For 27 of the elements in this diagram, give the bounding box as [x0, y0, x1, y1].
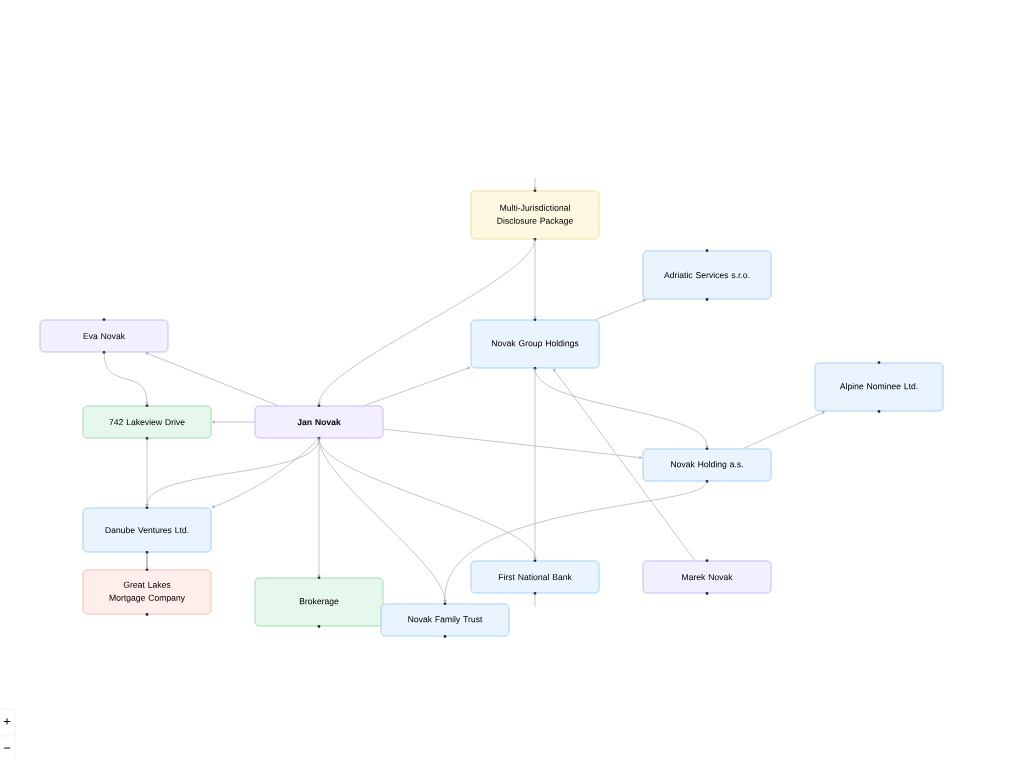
- connector-arrow: [443, 481, 708, 604]
- entity-box: Alpine Nominee Ltd.: [814, 361, 944, 413]
- connector-arrow: [553, 368, 696, 561]
- entity-box: Brokerage: [254, 576, 384, 628]
- connector-arrow: [145, 552, 149, 570]
- entity-box: First National Bank: [470, 559, 600, 595]
- entity-box: Great Lakes Mortgage Company: [82, 568, 212, 616]
- connector-arrow: [595, 299, 646, 320]
- entity-box: Novak Group Holdings: [470, 318, 600, 370]
- entity-box: Marek Novak: [642, 559, 772, 595]
- connector-arrow: [383, 428, 643, 460]
- connector-arrow: [533, 177, 537, 191]
- zoom-button: +: [0, 708, 16, 736]
- entity-box: Danube Ventures Ltd.: [82, 506, 212, 554]
- entity-box: Eva Novak: [39, 318, 169, 354]
- entity-box: Novak Family Trust: [380, 602, 510, 638]
- connector-arrow: [103, 352, 149, 406]
- entity-box: 742 Lakeview Drive: [82, 404, 212, 440]
- entity-box: Multi-Jurisdictional Disclosure Package: [470, 189, 600, 241]
- connector-arrow: [364, 366, 471, 406]
- entity-box: Jan Novak: [254, 404, 384, 440]
- zoom-button: −: [0, 736, 16, 760]
- connector-arrow: [742, 411, 825, 449]
- connector-arrow: [211, 438, 320, 508]
- connector-arrow: [145, 352, 279, 406]
- entity-box: Adriatic Services s.r.o.: [642, 249, 772, 301]
- entity-box: Novak Holding a.s.: [642, 447, 772, 483]
